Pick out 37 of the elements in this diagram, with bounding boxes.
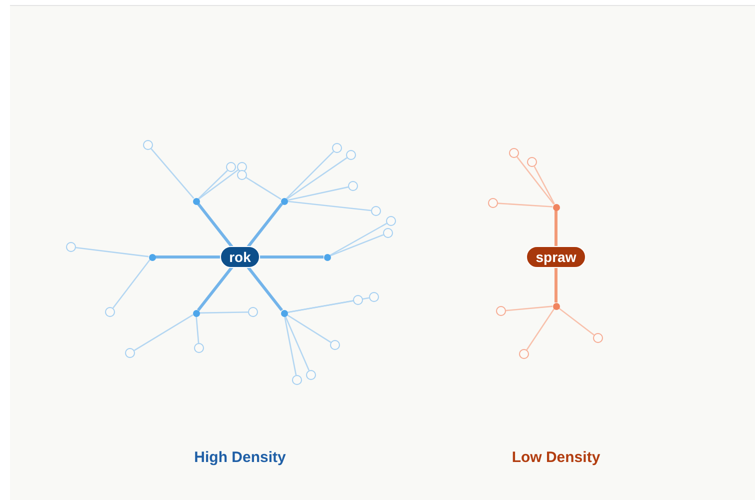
central-node: spraw xyxy=(526,246,586,268)
connector-line xyxy=(76,246,149,258)
connector-line xyxy=(516,156,554,205)
connector-line xyxy=(286,151,334,199)
connector-line xyxy=(196,266,234,312)
connector-line xyxy=(534,166,555,204)
connector-line xyxy=(287,297,370,314)
connector-line xyxy=(554,210,558,246)
connector-line xyxy=(330,222,387,256)
connector-line xyxy=(134,314,194,351)
connector-line xyxy=(198,170,228,200)
connector-line xyxy=(287,186,348,201)
central-node: rok xyxy=(220,246,260,268)
connector-line xyxy=(287,200,372,212)
connector-line xyxy=(246,266,284,312)
connector-line xyxy=(112,259,150,308)
connector-line xyxy=(196,202,234,248)
connector-line xyxy=(198,169,238,200)
connector-line xyxy=(330,234,384,256)
connector-line xyxy=(246,177,282,200)
connector-line xyxy=(150,148,194,199)
connector-line xyxy=(156,256,220,258)
connector-line xyxy=(246,202,284,248)
connector-line xyxy=(286,157,348,200)
connector-line xyxy=(286,314,332,343)
cluster-caption: High Density xyxy=(193,448,287,468)
connector-line xyxy=(526,308,555,350)
connector-line xyxy=(284,316,297,376)
connector-line xyxy=(284,316,310,371)
connector-line xyxy=(196,316,200,344)
connector-line xyxy=(558,308,594,336)
connector-line xyxy=(199,311,248,314)
connector-line xyxy=(554,268,558,302)
connector-line xyxy=(260,256,324,258)
connector-line xyxy=(498,202,553,208)
connector-line xyxy=(506,306,553,312)
cluster-caption: Low Density xyxy=(510,448,602,468)
